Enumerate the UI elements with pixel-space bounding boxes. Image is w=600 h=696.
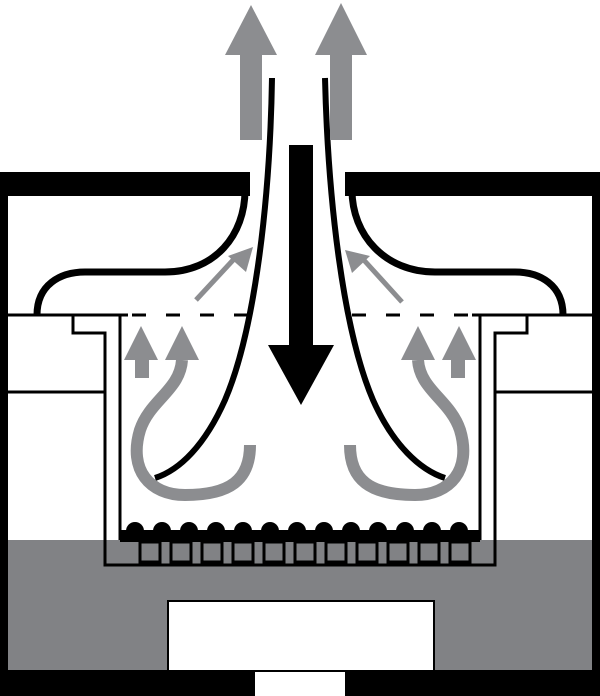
heater-bump [396,522,414,540]
shelf-lines [8,313,592,567]
heater-bump [234,522,252,540]
heater-bump [369,522,387,540]
heater-bump [261,522,279,540]
airflow-up-arrow [225,3,367,140]
base-grille [138,540,472,564]
heater-bump [207,522,225,540]
grille-slot [386,540,410,564]
housing-frame [0,172,600,696]
grille-slot [293,540,317,564]
curved-airflow-arrow [130,359,470,502]
grille-slot [355,540,379,564]
hood-outline [33,189,567,316]
heater-bump [153,522,171,540]
grille-slot [417,540,441,564]
base-opening [167,600,435,672]
funnel-outline [154,77,446,481]
grille-slot [324,540,348,564]
grille-slot [448,540,472,564]
heater-bump [450,522,468,540]
grille-slot [200,540,224,564]
grille-slot [169,540,193,564]
basket-up-arrow [124,326,476,378]
heater-bump [126,522,144,540]
heater-bump [315,522,333,540]
grille-slot [138,540,162,564]
grille-slot [231,540,255,564]
heater-bump [423,522,441,540]
heater-bump [180,522,198,540]
diagonal-airflow-arrow [194,247,404,304]
heating-element [120,522,480,542]
grille-slot [262,540,286,564]
heater-bump [288,522,306,540]
airflow-down-arrow [268,145,334,405]
heater-bump [342,522,360,540]
